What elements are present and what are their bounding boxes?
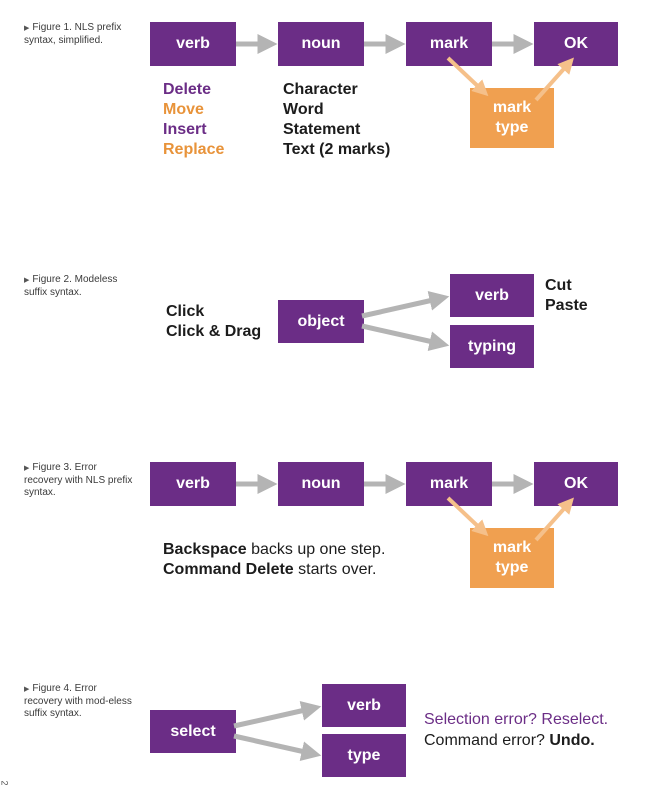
command-delete-line: Command Delete starts over. — [163, 560, 376, 580]
page-number: 2 — [0, 780, 10, 786]
figure-3-caption: ▶Figure 3. Error recovery with NLS prefi… — [24, 462, 136, 499]
verb-item: Move — [163, 101, 204, 118]
suffix-verb-item: Paste — [545, 297, 588, 314]
noun-box: noun — [278, 462, 364, 506]
mark-type-box: mark type — [470, 88, 554, 148]
suffix-verb-list: Cut Paste — [545, 276, 588, 316]
verb-box: verb — [450, 274, 534, 317]
command-delete-text: starts over. — [293, 561, 377, 578]
type-box: type — [322, 734, 406, 777]
object-box: object — [278, 300, 364, 343]
triangle-bullet-icon: ▶ — [24, 277, 30, 284]
mark-type-line-1: mark — [492, 99, 532, 116]
mark-type-line-1: mark — [492, 539, 532, 556]
noun-box: noun — [278, 22, 364, 66]
selection-error-line: Selection error? Reselect. — [424, 711, 609, 728]
triangle-bullet-icon: ▶ — [24, 25, 30, 32]
noun-list: Character Word Statement Text (2 marks) — [283, 80, 390, 160]
triangle-bullet-icon: ▶ — [24, 686, 30, 693]
mark-box: mark — [406, 462, 492, 506]
arrow-select-verb — [233, 700, 322, 729]
typing-box: typing — [450, 325, 534, 368]
caption-text: Figure 1. NLS prefix syntax, simplified. — [24, 22, 122, 46]
action-list: Click Click & Drag — [166, 302, 261, 342]
arrow-object-typing — [361, 323, 450, 352]
figure-2-caption: ▶Figure 2. Modeless suffix syntax. — [24, 274, 136, 299]
verb-list: Delete Move Insert Replace — [163, 80, 224, 160]
caption-text: Figure 3. Error recovery with NLS prefix… — [24, 462, 133, 498]
backspace-line: Backspace backs up one step. — [163, 540, 385, 560]
noun-item: Text (2 marks) — [283, 141, 391, 158]
noun-item: Statement — [283, 121, 361, 138]
verb-box: verb — [150, 22, 236, 66]
triangle-bullet-icon: ▶ — [24, 465, 30, 472]
mark-type-line-2: type — [495, 559, 529, 576]
ok-box: OK — [534, 462, 618, 506]
figure-4-caption: ▶Figure 4. Error recovery with mod-eless… — [24, 683, 136, 720]
verb-item: Delete — [163, 81, 212, 98]
verb-item: Insert — [163, 121, 207, 138]
figure-1-caption: ▶Figure 1. NLS prefix syntax, simplified… — [24, 22, 136, 47]
command-delete-key: Command Delete — [163, 561, 294, 578]
arrow-select-type — [233, 733, 322, 762]
verb-box: verb — [322, 684, 406, 727]
noun-item: Word — [283, 101, 324, 118]
action-item: Click & Drag — [166, 323, 262, 340]
command-error-line: Command error? Undo. — [424, 731, 595, 751]
caption-text: Figure 4. Error recovery with mod-eless … — [24, 683, 132, 719]
suffix-verb-item: Cut — [545, 277, 572, 294]
select-box: select — [150, 710, 236, 753]
mark-type-line-2: type — [495, 119, 529, 136]
verb-box: verb — [150, 462, 236, 506]
action-item: Click — [166, 303, 205, 320]
noun-item: Character — [283, 81, 358, 98]
arrow-object-verb — [361, 290, 450, 319]
mark-box: mark — [406, 22, 492, 66]
caption-text: Figure 2. Modeless suffix syntax. — [24, 274, 118, 298]
backspace-text: backs up one step. — [246, 541, 386, 558]
command-error-text: Command error? — [424, 732, 550, 749]
undo-text: Undo. — [549, 732, 595, 749]
backspace-key: Backspace — [163, 541, 247, 558]
mark-type-box: mark type — [470, 528, 554, 588]
verb-item: Replace — [163, 141, 225, 158]
ok-box: OK — [534, 22, 618, 66]
